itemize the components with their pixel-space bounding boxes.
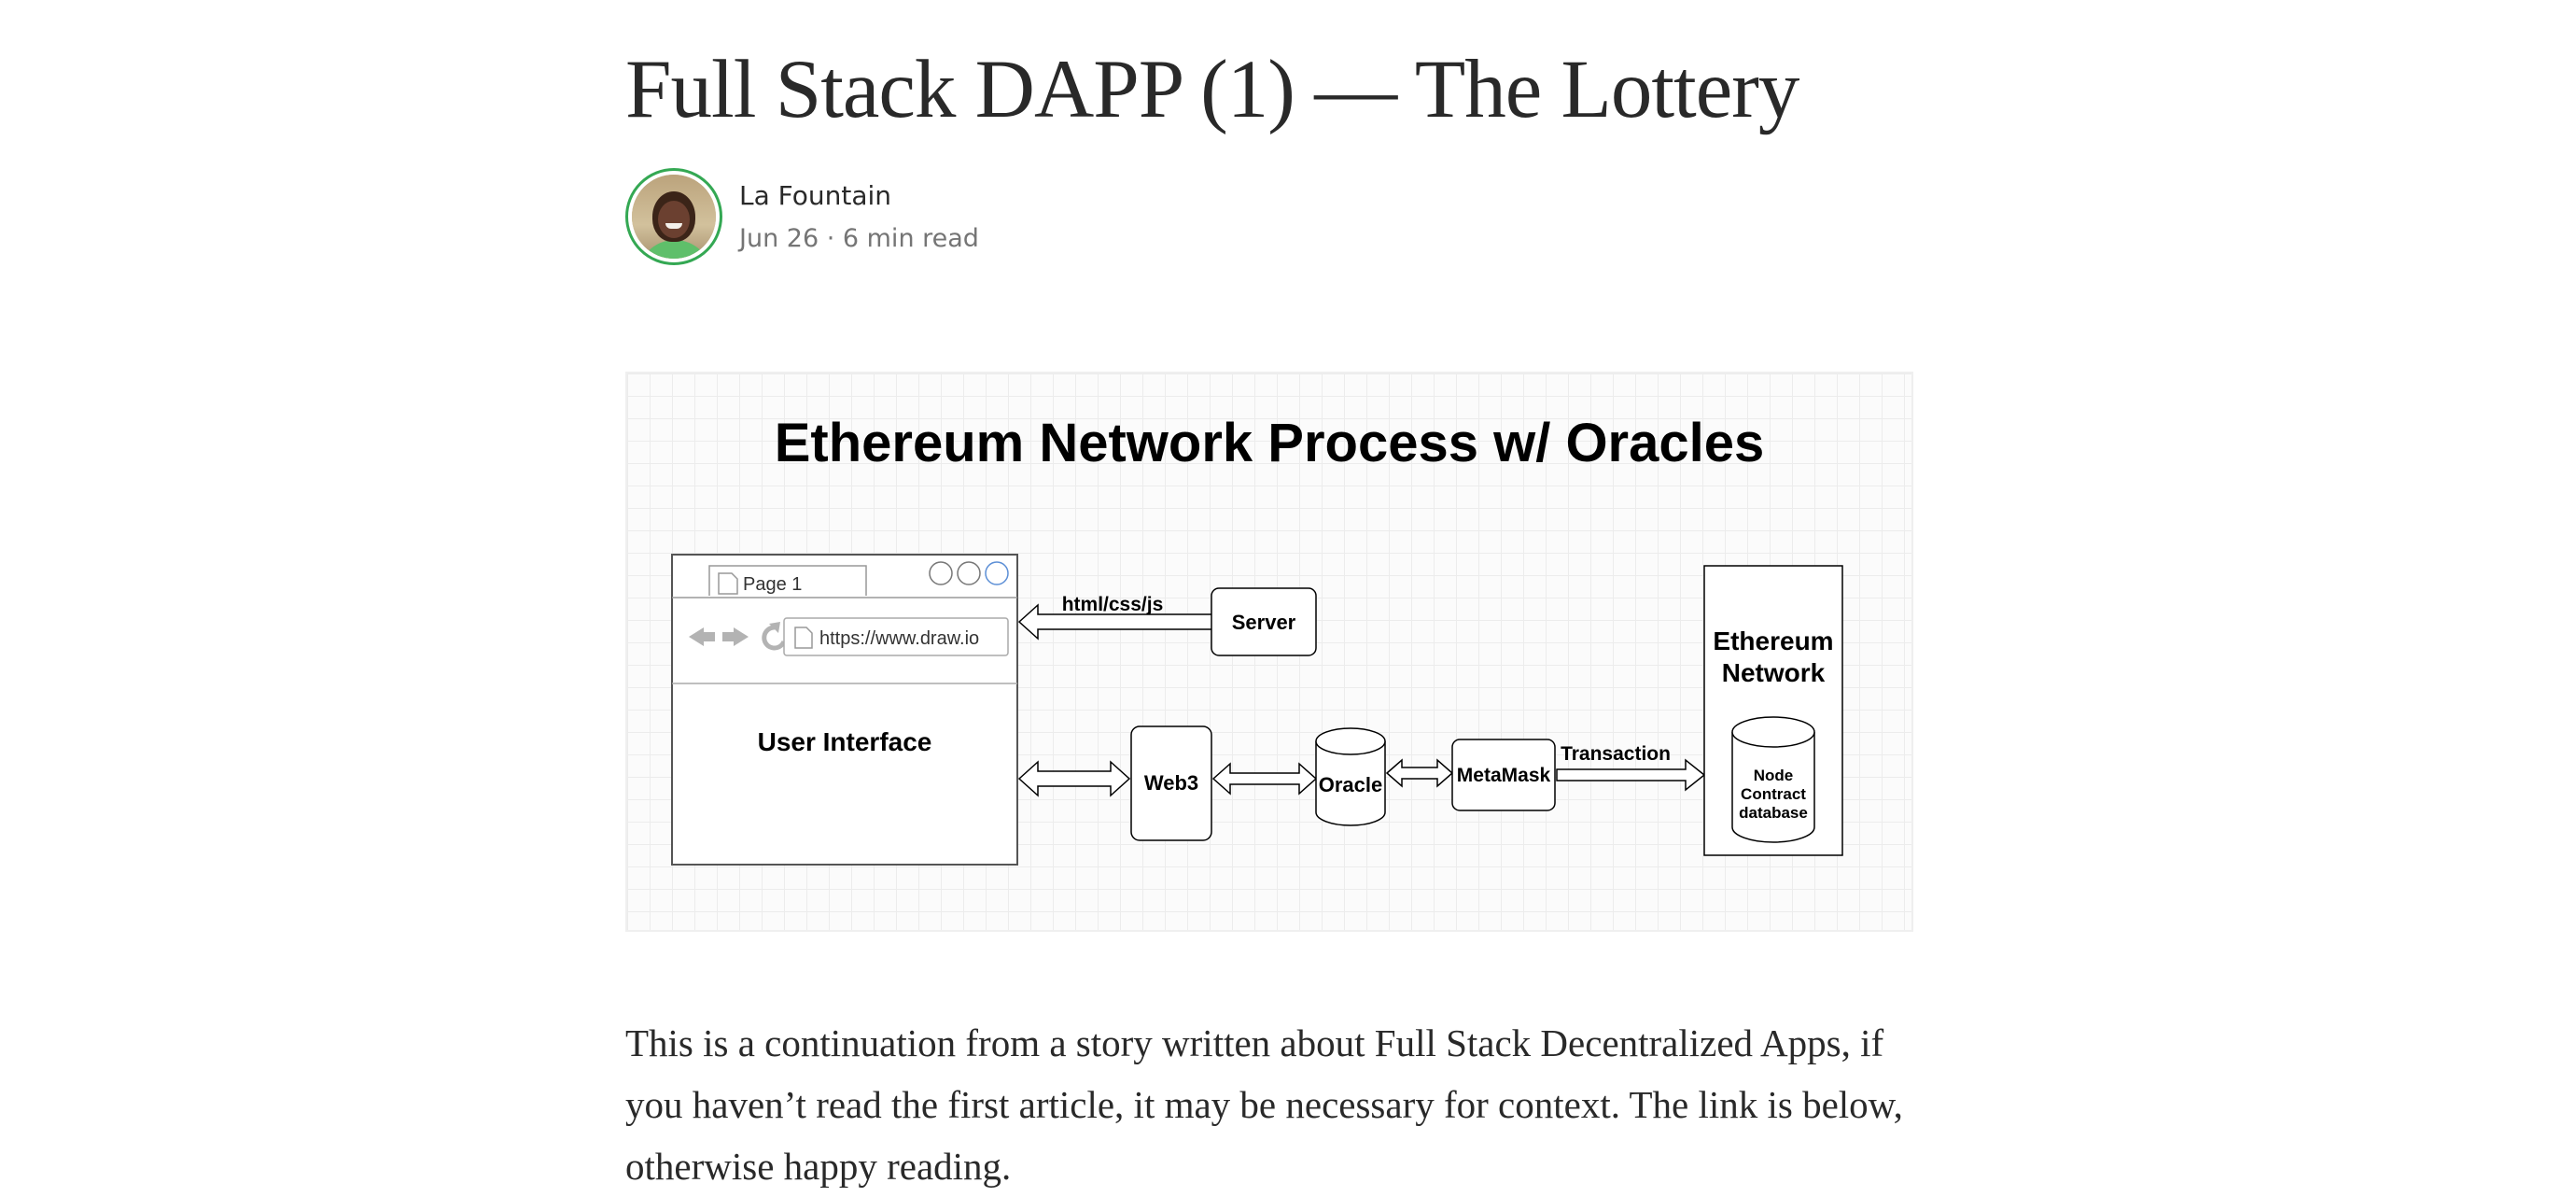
forward-arrow-icon — [722, 627, 749, 646]
server-box — [1211, 587, 1317, 656]
window-button-2 — [957, 561, 981, 585]
url-text: https://www.draw.io — [819, 628, 979, 649]
article-meta: Jun 26 · 6 min read — [739, 224, 979, 253]
user-interface-label: User Interface — [758, 727, 932, 756]
metamask-label: MetaMask — [1457, 765, 1551, 786]
article-paragraph: This is a continuation from a story writ… — [625, 1021, 1903, 1188]
reload-icon — [762, 622, 787, 651]
author-avatar[interactable] — [625, 168, 722, 265]
oracle-label: Oracle — [1319, 773, 1383, 796]
ethereum-label: Ethereum — [1713, 627, 1833, 655]
arrow-oracle-to-metamask — [1385, 758, 1454, 788]
metamask-box — [1451, 739, 1556, 811]
browser-tab-label: Page 1 — [743, 574, 802, 595]
transaction-label: Transaction — [1561, 743, 1671, 765]
db-label-node: Node — [1754, 767, 1794, 784]
browser-mockup: Page 1 https://www.draw.io User Interfac… — [671, 554, 1018, 866]
article-title: Full Stack DAPP (1) — The Lottery — [625, 44, 1799, 135]
author-name[interactable]: La Fountain — [739, 180, 892, 211]
article-hero-diagram: Ethereum Network Process w/ Oracles Page… — [625, 372, 1913, 932]
diagram-title: Ethereum Network Process w/ Oracles — [775, 413, 1765, 473]
arrow-ui-to-web3 — [1017, 760, 1131, 797]
url-bar — [783, 617, 1009, 656]
web3-box — [1130, 725, 1212, 841]
page-doc-icon — [718, 572, 738, 595]
network-label: Network — [1722, 658, 1826, 687]
web3-label: Web3 — [1144, 771, 1198, 795]
arrow-transaction — [1556, 758, 1706, 792]
html-css-js-label: html/css/js — [1062, 594, 1164, 615]
back-arrow-icon — [689, 627, 715, 646]
server-label: Server — [1232, 611, 1296, 634]
oracle-cylinder — [1315, 727, 1386, 826]
window-button-3 — [985, 561, 1009, 585]
arrow-web3-to-oracle — [1211, 762, 1318, 796]
db-label-database: database — [1739, 804, 1808, 822]
db-label-contract: Contract — [1741, 785, 1806, 803]
window-button-1 — [929, 561, 953, 585]
avatar-photo — [632, 175, 716, 259]
node-contract-database-cylinder — [1731, 716, 1815, 843]
